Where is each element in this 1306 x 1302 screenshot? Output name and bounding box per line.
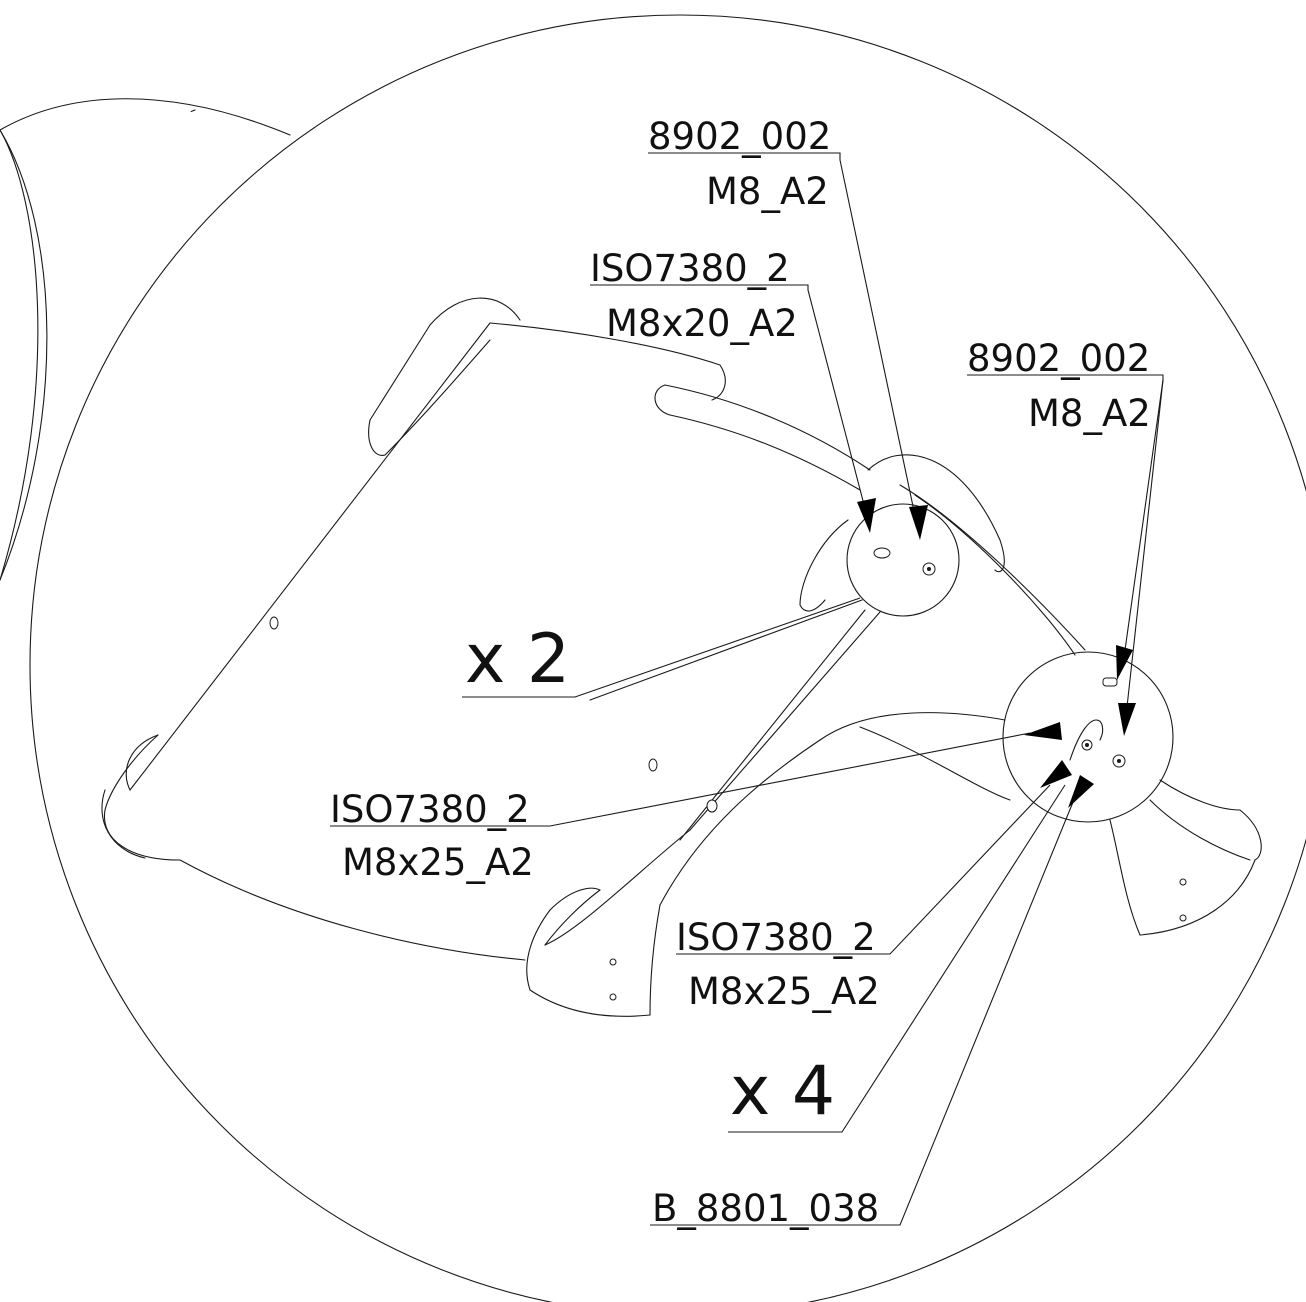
- callout-spec-label: M8x25_A2: [688, 970, 880, 1013]
- callout-spec-label: M8_A2: [706, 170, 829, 213]
- callout-part-label: ISO7380_2: [590, 247, 790, 290]
- adjacent-part-crescent: [0, 98, 291, 581]
- adjacent-part-edge: [0, 129, 39, 581]
- upper-arm: [654, 384, 871, 491]
- callout-b-8801-038: B_8801_038: [652, 1187, 879, 1230]
- callout-part-label: ISO7380_2: [330, 788, 530, 831]
- lower-leg: [526, 712, 1011, 1017]
- callout-8902-002-top: 8902_002 M8_A2: [648, 115, 831, 213]
- callout-spec-label: M8x25_A2: [342, 841, 534, 884]
- callout-part-label: 8902_002: [967, 337, 1150, 380]
- callout-part-label: ISO7380_2: [676, 916, 876, 959]
- detail-circle: [29, 14, 1306, 1302]
- callout-part-label: B_8801_038: [652, 1187, 879, 1230]
- callout-part-label: 8902_002: [648, 115, 831, 158]
- main-frame: [101, 297, 726, 961]
- callout-spec-label: M8_A2: [1028, 392, 1151, 435]
- callout-iso7380-m8x20: ISO7380_2 M8x20_A2: [590, 247, 798, 345]
- callout-spec-label: M8x20_A2: [606, 302, 798, 345]
- arrowheads: [857, 498, 1136, 808]
- strut-lower: [689, 611, 881, 831]
- quantity-x2-label: x 2: [465, 620, 570, 699]
- strut-upper: [589, 599, 863, 701]
- callout-8902-002-right: 8902_002 M8_A2: [967, 337, 1151, 435]
- callout-iso7380-m8x25-left: ISO7380_2 M8x25_A2: [330, 788, 534, 884]
- callout-iso7380-m8x25-bottom: ISO7380_2 M8x25_A2: [676, 916, 880, 1013]
- right-hub: [1002, 651, 1174, 823]
- upper-hub-bracket: [799, 454, 1005, 612]
- leader-lines: [330, 152, 1164, 1226]
- hole-markers: [269, 547, 1187, 1001]
- right-leg: [1109, 779, 1262, 936]
- quantity-x4-label: x 4: [730, 1052, 835, 1131]
- upper-hub: [846, 503, 960, 617]
